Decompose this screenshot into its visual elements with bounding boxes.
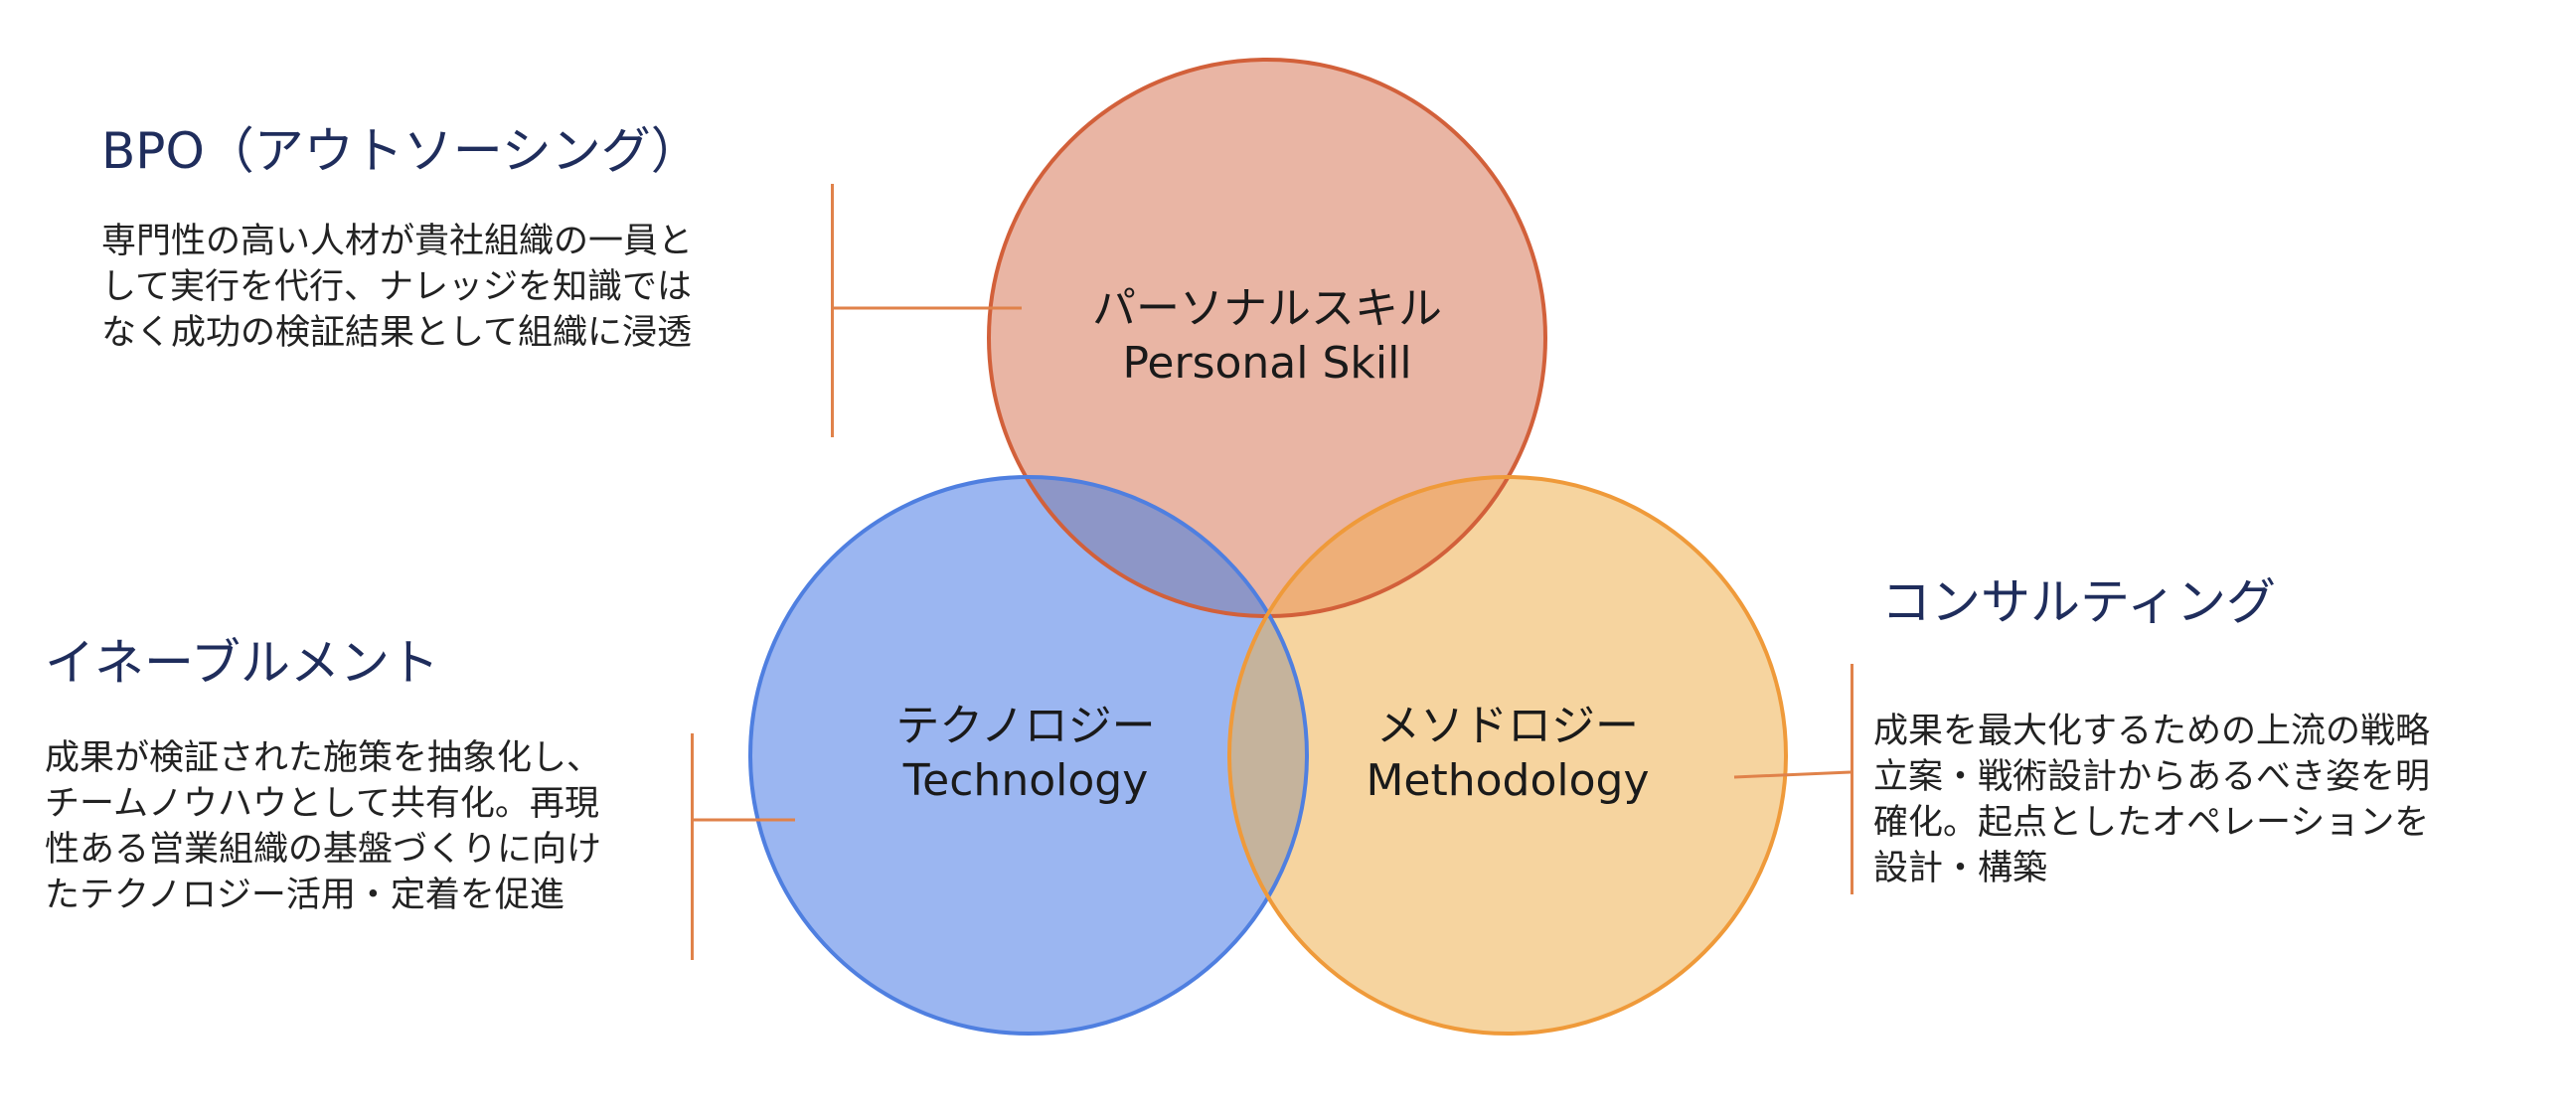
enablement-description: 成果が検証された施策を抽象化し、 チームノウハウとして共有化。再現 性ある営業組…: [45, 738, 602, 915]
consulting-connector: [1733, 770, 1852, 779]
methodology-circle: [1229, 477, 1786, 1034]
enablement-bracket: [691, 733, 694, 960]
enablement-heading: イネーブルメント: [45, 634, 439, 692]
bpo-description: 専門性の高い人材が貴社組織の一員と して実行を代行、ナレッジを知識では なく成功…: [101, 222, 694, 353]
methodology-outline: [1227, 475, 1788, 1036]
personal-skill-circle: [989, 60, 1545, 616]
technology-label-ja: テクノロジー: [895, 701, 1155, 751]
consulting-bracket: [1851, 664, 1853, 894]
bpo-bracket: [831, 184, 834, 437]
technology-label-en: Technology: [902, 755, 1148, 806]
methodology-label-ja: メソドロジー: [1376, 701, 1639, 751]
personal-skill-label-en: Personal Skill: [1122, 338, 1411, 389]
consulting-heading: コンサルティング: [1881, 573, 2276, 631]
personal-skill-label-ja: パーソナルスキル: [1092, 283, 1442, 334]
bpo-heading: BPO（アウトソーシング）: [101, 122, 701, 180]
technology-circle: [750, 477, 1307, 1034]
technology-outline: [748, 475, 1309, 1036]
consulting-description: 成果を最大化するための上流の戦略 立案・戦術設計からあるべき姿を明 確化。起点と…: [1873, 712, 2431, 888]
methodology-label-en: Methodology: [1366, 755, 1649, 806]
